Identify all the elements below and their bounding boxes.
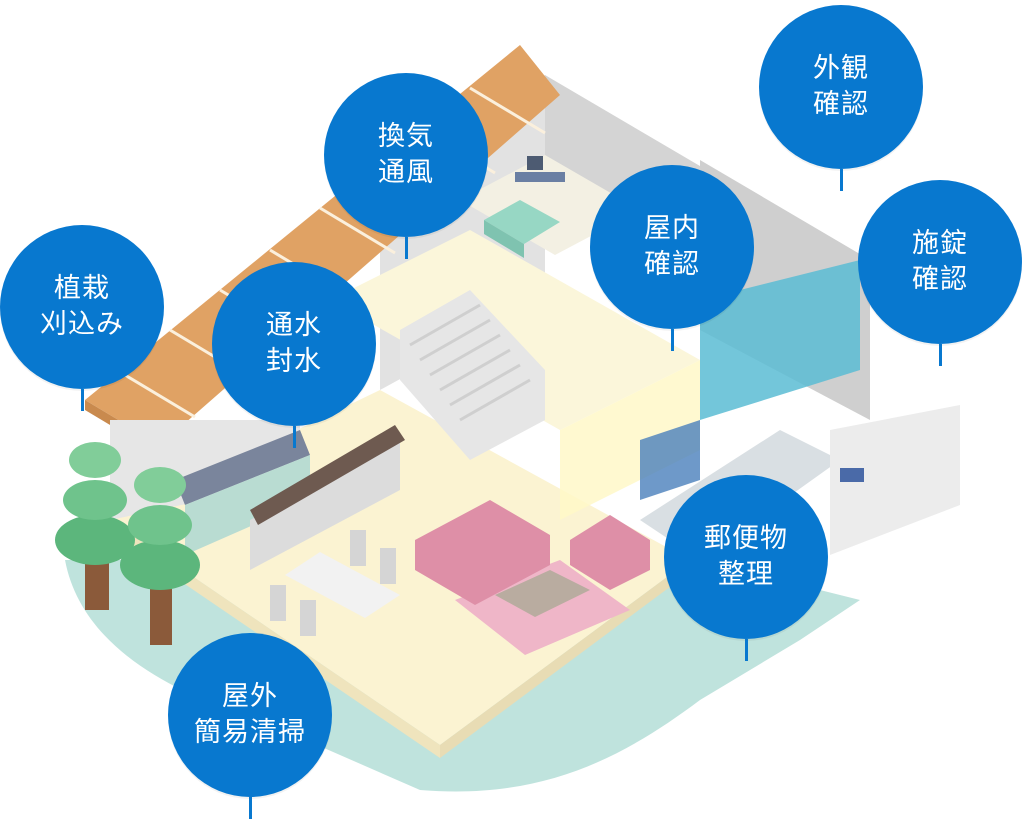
indoor-check-bubble: 屋内 確認 — [590, 165, 754, 351]
mailbox — [840, 468, 864, 482]
exterior-check-bubble: 外観 確認 — [759, 5, 923, 191]
bed — [484, 200, 560, 244]
water-flow-line-1: 通水 — [266, 310, 322, 341]
laptop — [527, 156, 543, 170]
tree-left — [55, 442, 135, 610]
mail-sorting-bubble: 郵便物 整理 — [664, 475, 828, 661]
outdoor-cleaning-line-1: 屋外 — [222, 681, 278, 712]
ventilation-line-1: 換気 — [378, 121, 434, 152]
tree-right — [120, 467, 200, 645]
indoor-check-line-2: 確認 — [644, 249, 700, 280]
staircase — [400, 290, 545, 460]
armchair — [570, 515, 650, 590]
ventilation-line-2: 通風 — [378, 157, 434, 188]
mail-sorting-line-2: 整理 — [718, 559, 774, 590]
upper-floor-edge — [560, 360, 700, 520]
coffee-table — [495, 570, 590, 617]
garden-trimming-line-1: 植栽 — [54, 273, 110, 304]
indoor-check-line-1: 屋内 — [644, 213, 700, 244]
kitchen-cabinet — [185, 455, 310, 555]
lock-check-bubble: 施錠 確認 — [858, 180, 1022, 366]
dining-chairs — [270, 530, 396, 636]
dining-table — [285, 552, 400, 618]
kitchen-counter — [175, 430, 310, 505]
water-flow-line-2: 封水 — [266, 346, 322, 377]
exterior-check-line-1: 外観 — [813, 53, 869, 84]
water-flow-bubble: 通水 封水 — [212, 262, 376, 448]
garden-trimming-line-2: 刈込み — [40, 309, 124, 340]
sofa — [415, 500, 550, 605]
lock-check-line-1: 施錠 — [912, 228, 968, 259]
glass-wall — [700, 260, 860, 420]
kitchen-island-top — [250, 425, 405, 525]
ventilation-bubble: 換気 通風 — [324, 73, 488, 259]
lock-check-line-2: 確認 — [912, 264, 968, 295]
entrance-window — [640, 420, 700, 500]
stair-steps — [409, 303, 531, 422]
exterior-check-line-2: 確認 — [813, 89, 869, 120]
outdoor-cleaning-bubble: 屋外 簡易清掃 — [168, 633, 332, 819]
upper-floor — [330, 230, 700, 430]
bed-side — [484, 220, 524, 258]
garden-trimming-bubble: 植栽 刈込み — [0, 225, 164, 411]
desk — [515, 172, 565, 182]
mail-sorting-line-1: 郵便物 — [704, 523, 788, 554]
gate-wall — [830, 405, 960, 555]
kitchen-island — [250, 440, 400, 570]
outdoor-cleaning-line-2: 簡易清掃 — [194, 717, 306, 748]
